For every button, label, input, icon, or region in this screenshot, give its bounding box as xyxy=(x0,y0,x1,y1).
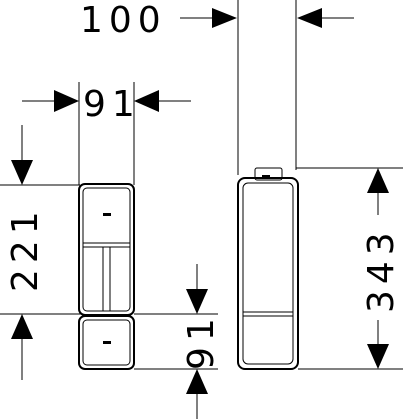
arrow-up-icon xyxy=(367,168,389,193)
arrow-left-icon xyxy=(297,8,322,28)
arrow-down-icon xyxy=(367,344,389,369)
dimension-label-221: 221 xyxy=(5,205,46,292)
arrow-down-icon xyxy=(11,160,33,185)
dimension-left-height: 221 xyxy=(0,125,82,380)
dimension-lower-module-height: 91 xyxy=(134,264,222,419)
dimension-label-91-lower: 91 xyxy=(181,312,222,370)
dimension-left-width: 91 xyxy=(22,82,191,185)
arrow-right-icon xyxy=(212,8,237,28)
arrow-down-icon xyxy=(186,289,208,314)
dimension-right-height: 343 xyxy=(296,167,403,370)
indicator-mark xyxy=(103,213,111,216)
left-lower-module xyxy=(78,315,135,370)
indicator-mark xyxy=(103,341,111,344)
arrow-left-icon xyxy=(134,90,159,112)
right-tall-module xyxy=(237,167,299,370)
top-cap xyxy=(254,167,283,181)
arrow-right-icon xyxy=(54,90,79,112)
left-upper-module xyxy=(78,183,135,316)
dimension-label-100: 100 xyxy=(80,0,167,41)
dimension-label-343: 343 xyxy=(361,226,402,313)
dimension-top-width: 100 xyxy=(80,0,354,175)
dimension-label-91-top: 91 xyxy=(83,84,141,125)
arrow-up-icon xyxy=(11,314,33,339)
arrow-up-icon xyxy=(186,369,208,394)
